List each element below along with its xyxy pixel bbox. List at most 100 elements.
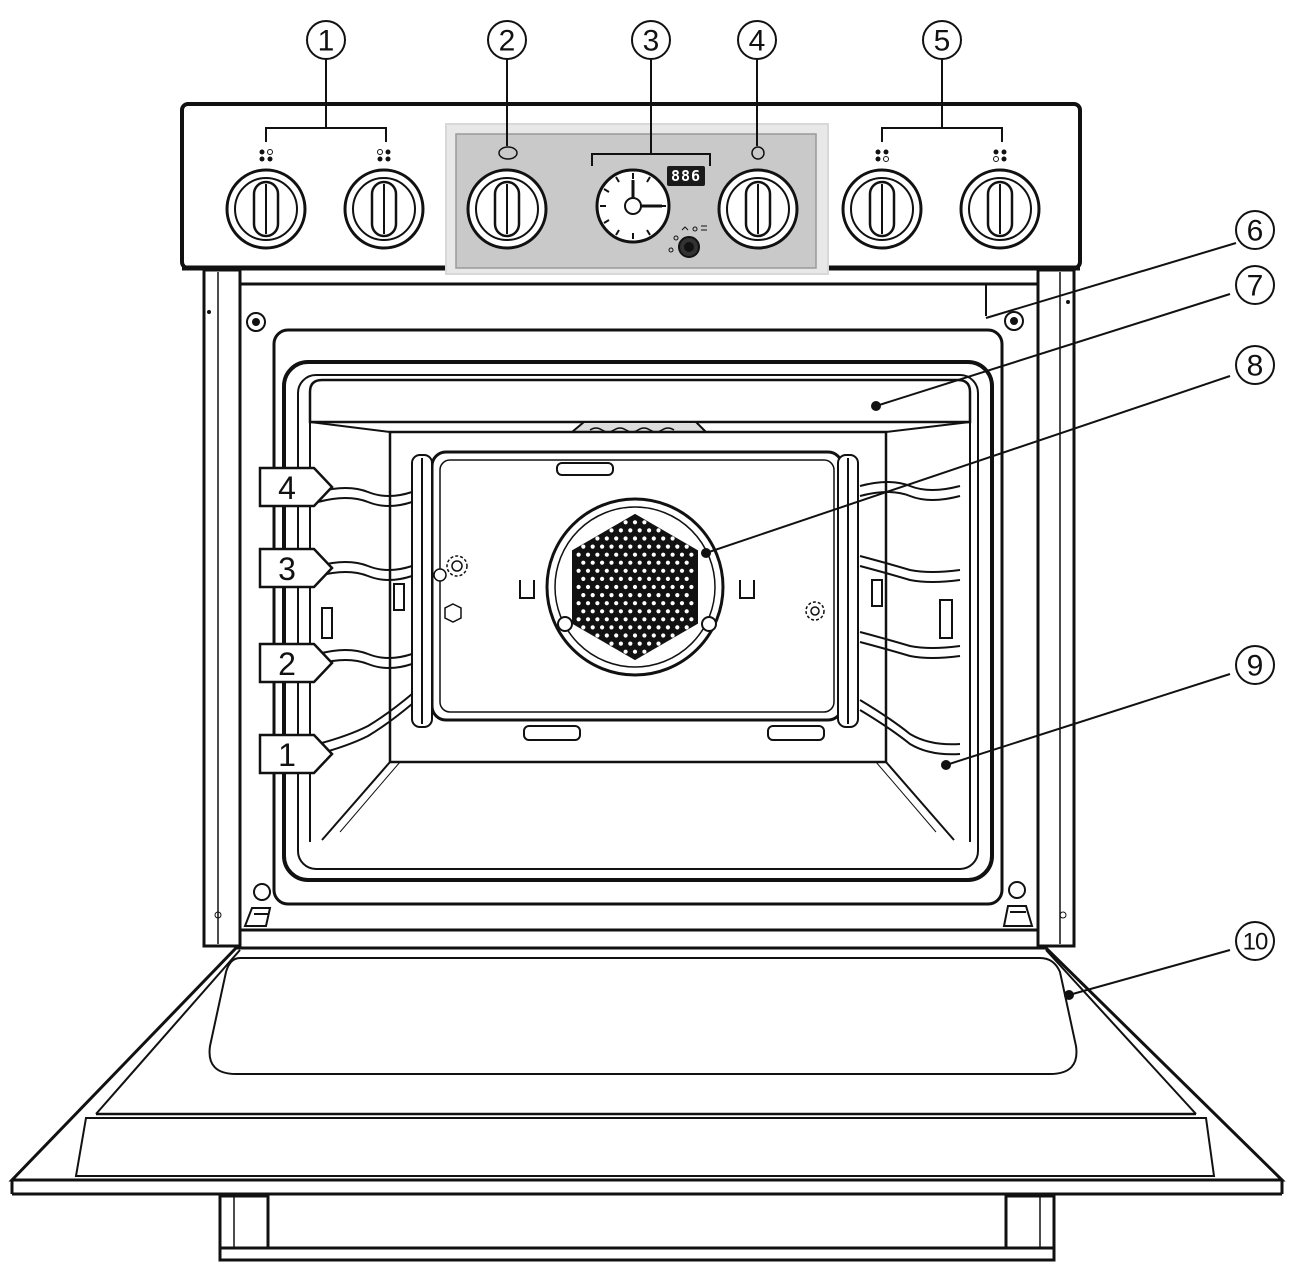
fan-vent-hole [604,617,609,622]
fan-vent-hole [623,633,628,638]
callout-number: 8 [1247,350,1264,383]
fan-vent-hole [585,552,591,557]
fan-vent-hole [661,552,666,557]
fan-vent-hole [656,544,661,549]
fan-vent-hole [665,609,671,614]
shelf-level-4: 4 [258,466,334,508]
fan-vent-hole [689,584,694,590]
callout-5: 5 [922,20,962,60]
fan-vent-hole [661,520,666,525]
fan-vent-hole [632,601,638,606]
fan-vent-hole [637,576,642,582]
callout-leaders [325,58,1237,996]
fan-vent-hole [632,536,638,541]
fan-vent-hole [632,584,638,590]
fan-vent-hole [642,536,647,541]
fan-vent-hole [581,609,586,614]
fan-vent-hole [595,617,600,622]
fan-vent-hole [614,584,619,590]
fan-vent-hole [600,576,605,582]
fan-vent-hole [595,536,600,541]
fan-vent-hole [628,528,633,533]
shelf-level-number: 3 [278,551,296,587]
fan-vent-hole [661,617,666,622]
fan-vent-hole [647,593,652,598]
fan-vent-hole [614,536,619,541]
fan-vent-hole [665,625,671,630]
oven-door[interactable] [8,946,1286,1262]
fan-vent-hole [585,617,591,622]
callout-3: 3 [631,20,671,60]
fan-vent-hole [632,552,638,557]
fan-vent-hole [604,536,609,541]
fan-vent-hole [642,617,647,622]
fan-vent-hole [609,593,614,598]
fan-vent-hole [679,633,685,638]
fan-vent-hole [623,536,628,541]
fan-vent-hole [623,617,628,622]
fan-vent-hole [679,617,685,622]
display-readout: 886 [671,167,701,185]
hob-knob-right-1[interactable] [841,168,923,250]
temperature-knob[interactable] [717,168,799,250]
callout-dots [701,401,1074,1000]
fan-vent-hole [647,576,652,582]
fan-vent-hole [581,593,586,598]
fan-vent-hole [689,568,694,573]
fan-vent-hole [675,560,680,565]
fan-vent-hole [647,544,652,549]
fan-vent-hole [675,625,680,630]
fan-vent-hole [665,641,671,646]
fan-vent-hole [647,528,652,533]
fan-vent-hole [670,584,675,590]
fan-vent-hole [651,520,656,525]
fan-vent-hole [670,601,675,606]
door-handle[interactable] [218,1194,1056,1262]
fan-vent-hole [656,576,661,582]
callout-number: 2 [499,25,516,58]
fan-vent-hole [679,584,685,590]
function-selector-knob[interactable] [466,168,548,250]
callout-number: 3 [643,25,660,58]
fan-vent-hole [609,560,614,565]
hob-knob-left-2[interactable] [343,168,425,250]
fan-vent-hole [590,609,595,614]
fan-vent-hole [604,584,609,590]
fan-vent-hole [623,584,628,590]
fan-vent-hole [684,544,689,549]
fan-vent-hole [604,633,609,638]
fan-vent-hole [595,552,600,557]
hob-knob-right-2[interactable] [959,168,1041,250]
fan-vent-hole [647,560,652,565]
fan-vent-hole [614,649,619,654]
callout-number: 1 [318,25,335,58]
fan-vent-hole [614,552,619,557]
fan-vent-hole [651,617,656,622]
callout-9: 9 [1235,645,1275,685]
fan-vent-hole [679,536,685,541]
hob-knob-left-1[interactable] [225,168,307,250]
fan-vent-hole [609,576,614,582]
fan-vent-hole [628,560,633,565]
fan-vent-hole [618,528,624,533]
fan-vent-hole [665,528,671,533]
door-hinge-hole [1008,881,1026,899]
oven-cavity [308,378,972,842]
fan-vent-hole [675,576,680,582]
fan-vent-hole [689,617,694,622]
fan-vent-hole [600,609,605,614]
fan-vent-hole [604,649,609,654]
fan-vent-hole [585,536,591,541]
callout-10: 10 [1235,921,1275,961]
fan-vent-hole [689,601,694,606]
analog-clock [595,168,671,244]
fan-vent-hole [623,520,628,525]
fan-vent-hole [576,584,581,590]
fan-vent-hole [656,593,661,598]
timer-button[interactable] [678,236,700,258]
fan-vent-hole [679,568,685,573]
fan-vent-hole [632,617,638,622]
hob-zone-icon [875,149,889,162]
fan-vent-hole [576,568,581,573]
fan-vent-hole [670,633,675,638]
